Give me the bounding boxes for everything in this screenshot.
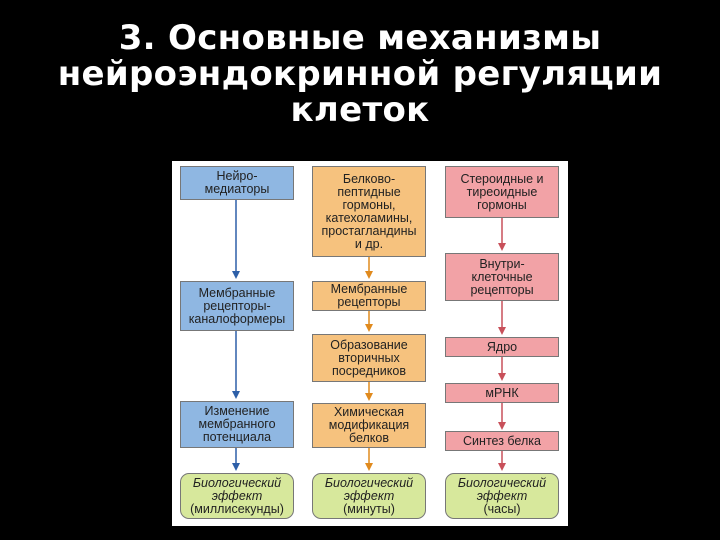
title-line: 3. Основные механизмы [118, 18, 602, 58]
mrna-box: мРНК [445, 383, 559, 403]
effect-milliseconds-box: Биологический эффект (миллисекунды) [180, 473, 294, 519]
membrane-potential-change-box: Изменение мембранного потенциала [180, 401, 294, 448]
effect-label: Биологический [457, 475, 547, 490]
effect-time: (минуты) [343, 501, 395, 516]
membrane-receptors-box: Мембранные рецепторы [312, 281, 426, 311]
protein-synthesis-box: Синтез белка [445, 431, 559, 451]
diagram-panel: Нейро- медиаторы Мембранные рецепторы- к… [172, 161, 568, 526]
effect-label: эффект [211, 488, 263, 503]
effect-label: Биологический [192, 475, 282, 490]
effect-label: эффект [343, 488, 395, 503]
steroid-hormones-box: Стероидные и тиреоидные гормоны [445, 166, 559, 218]
membrane-channel-receptors-box: Мембранные рецепторы- каналоформеры [180, 281, 294, 331]
nucleus-box: Ядро [445, 337, 559, 357]
effect-label: эффект [476, 488, 528, 503]
effect-label: Биологический [324, 475, 414, 490]
title-line: клеток [290, 90, 430, 130]
slide-title: 3. Основные механизмы нейроэндокринной р… [0, 20, 720, 128]
second-messengers-box: Образование вторичных посредников [312, 334, 426, 382]
effect-minutes-box: Биологический эффект (минуты) [312, 473, 426, 519]
peptide-hormones-box: Белково- пептидные гормоны, катехоламины… [312, 166, 426, 257]
effect-time: (миллисекунды) [190, 501, 284, 516]
protein-modification-box: Химическая модификация белков [312, 403, 426, 448]
effect-time: (часы) [483, 501, 521, 516]
intracellular-receptors-box: Внутри- клеточные рецепторы [445, 253, 559, 301]
neuromediators-box: Нейро- медиаторы [180, 166, 294, 200]
title-line: нейроэндокринной регуляции [57, 54, 663, 94]
arrow-layer [232, 200, 506, 471]
effect-hours-box: Биологический эффект (часы) [445, 473, 559, 519]
